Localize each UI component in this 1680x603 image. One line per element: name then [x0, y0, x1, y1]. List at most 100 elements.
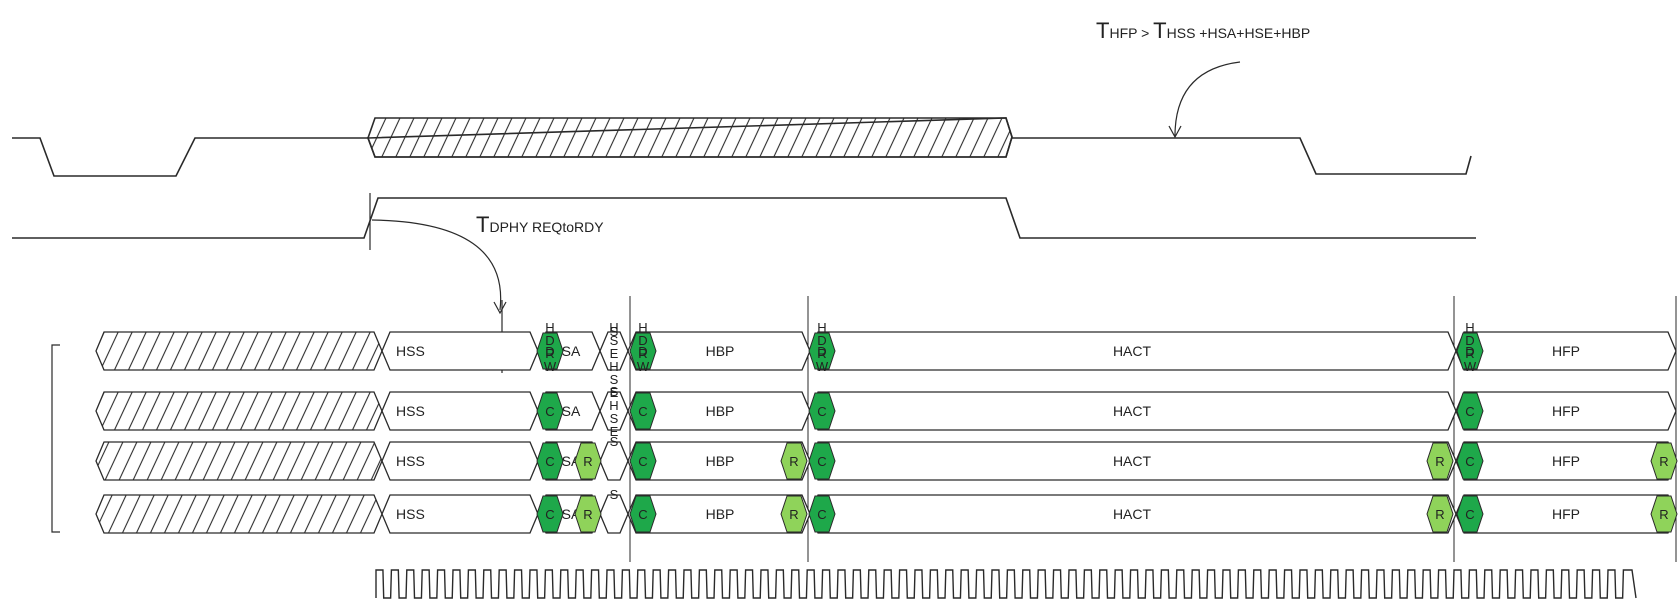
- svg-text:TDPHY REQtoRDY: TDPHY REQtoRDY: [476, 212, 604, 237]
- lane-hatched-block: [95, 391, 383, 431]
- hse-caption: S: [610, 411, 619, 426]
- marker-caption: W: [816, 359, 829, 374]
- dark-green-marker: [536, 495, 564, 533]
- lane-hfp-segment: [1455, 391, 1677, 431]
- lane-hbp-label: HBP: [706, 453, 735, 469]
- lane-hfp-segment: [1455, 331, 1677, 371]
- marker-caption: W: [544, 359, 557, 374]
- lane-hatched-block: [95, 494, 383, 534]
- lanes-bracket: [51, 344, 60, 533]
- dark-green-marker: [1456, 442, 1484, 480]
- dphy-annotation: TDPHY REQtoRDY: [371, 212, 604, 373]
- hse-letter: S: [610, 487, 619, 502]
- dark-green-marker: [1456, 392, 1484, 430]
- lane-hfp-label: HFP: [1552, 506, 1580, 522]
- lane-hbp-label: HBP: [706, 343, 735, 359]
- light-green-marker: [780, 442, 808, 480]
- dphy-arrow: [371, 219, 502, 311]
- light-green-marker: [574, 442, 602, 480]
- marker-letter: C: [545, 404, 554, 419]
- hse-letter: S: [610, 384, 619, 399]
- dark-green-marker: [629, 495, 657, 533]
- marker-letter: D: [817, 344, 826, 359]
- light-green-marker: [574, 495, 602, 533]
- marker-letter: C: [545, 454, 554, 469]
- dphy-sub: DPHY REQtoRDY: [489, 219, 604, 235]
- dark-green-marker: [629, 442, 657, 480]
- marker-letter: R: [583, 454, 592, 469]
- hse-letter: S: [610, 434, 619, 449]
- light-green-marker: [1650, 495, 1678, 533]
- marker-letter: C: [817, 507, 826, 522]
- marker-caption: R: [545, 346, 554, 361]
- lane-hfp-label: HFP: [1552, 453, 1580, 469]
- marker-letter: R: [1435, 507, 1444, 522]
- marker-caption: D: [638, 333, 647, 348]
- hfp-annotation: THFP > THSS +HSA+HSE+HBP: [1096, 18, 1310, 139]
- hse-caption: E: [610, 424, 619, 439]
- hfp-sub2: HSS +HSA+HSE+HBP: [1167, 25, 1311, 41]
- lane-hfp-label: HFP: [1552, 403, 1580, 419]
- hse-caption: E: [610, 385, 619, 400]
- lane-hss-label: HSS: [396, 403, 425, 419]
- dark-green-marker: [808, 392, 836, 430]
- dark-green-marker: [536, 442, 564, 480]
- light-green-marker: [1426, 442, 1454, 480]
- marker-letter: C: [817, 404, 826, 419]
- marker-caption: D: [817, 333, 826, 348]
- lane-hfp-label: HFP: [1552, 343, 1580, 359]
- lane-hss-label: HSS: [396, 453, 425, 469]
- lane-hact-label: HACT: [1113, 453, 1152, 469]
- marker-letter: D: [545, 344, 554, 359]
- hfp-t1: T: [1096, 18, 1109, 43]
- lane-hss-label: HSS: [396, 506, 425, 522]
- marker-caption: H: [545, 320, 554, 335]
- marker-letter: C: [1465, 404, 1474, 419]
- signal-request: [12, 193, 1476, 250]
- marker-letter: C: [638, 454, 647, 469]
- lane-hsa-label: SA: [562, 403, 581, 419]
- dark-green-marker: [1456, 332, 1484, 370]
- clock-signal: [375, 569, 1637, 599]
- lane-hss-label: HSS: [396, 343, 425, 359]
- hse-caption: S: [610, 333, 619, 348]
- marker-caption: R: [1465, 346, 1474, 361]
- marker-letter: R: [1659, 507, 1668, 522]
- dark-green-marker: [629, 332, 657, 370]
- marker-caption: D: [1465, 333, 1474, 348]
- svg-text:THFP > THSS +HSA+HSE+HBP: THFP > THSS +HSA+HSE+HBP: [1096, 18, 1310, 43]
- hse-caption: H: [609, 320, 618, 335]
- marker-letter: D: [638, 344, 647, 359]
- lane-hbp-label: HBP: [706, 403, 735, 419]
- marker-letter: R: [1659, 454, 1668, 469]
- marker-caption: W: [1464, 359, 1477, 374]
- dark-green-marker: [1456, 495, 1484, 533]
- dark-green-marker: [629, 392, 657, 430]
- marker-caption: H: [1465, 320, 1474, 335]
- marker-letter: R: [583, 507, 592, 522]
- marker-caption: H: [638, 320, 647, 335]
- hse-caption: H: [609, 359, 618, 374]
- lane-hact-label: HACT: [1113, 403, 1152, 419]
- marker-letter: C: [638, 507, 647, 522]
- marker-letter: R: [789, 507, 798, 522]
- lane-hbp-label: HBP: [706, 506, 735, 522]
- light-green-marker: [1426, 495, 1454, 533]
- signal-data-valid: [12, 117, 1472, 177]
- lane-hact-label: HACT: [1113, 343, 1152, 359]
- marker-letter: C: [545, 507, 554, 522]
- hse-caption: E: [610, 346, 619, 361]
- hse-caption: H: [609, 398, 618, 413]
- dphy-t: T: [476, 212, 489, 237]
- marker-caption: R: [817, 346, 826, 361]
- marker-letter: C: [817, 454, 826, 469]
- dark-green-marker: [536, 392, 564, 430]
- marker-letter: C: [638, 404, 647, 419]
- marker-caption: R: [638, 346, 647, 361]
- lane-row: HSS SA HBP HACT HFP C C C C S: [95, 384, 1677, 431]
- hfp-t2: T: [1153, 18, 1166, 43]
- marker-caption: H: [817, 320, 826, 335]
- dark-green-marker: [808, 332, 836, 370]
